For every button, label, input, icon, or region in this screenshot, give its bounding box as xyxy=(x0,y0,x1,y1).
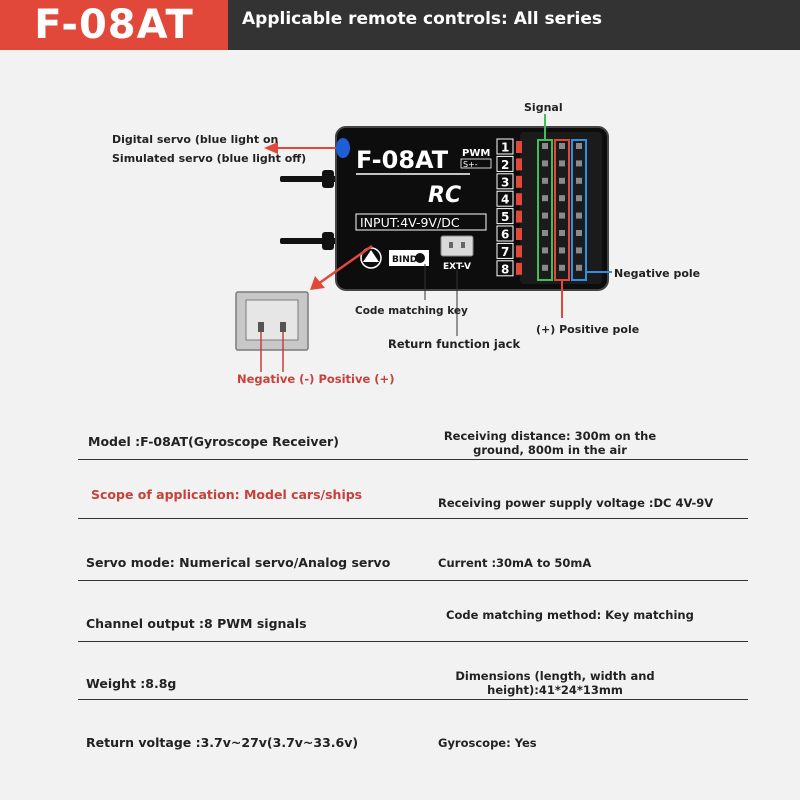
spec-servo-mode: Servo mode: Numerical servo/Analog servo xyxy=(86,555,391,570)
spec-dimensions-line2: height):41*24*13mm xyxy=(487,683,623,697)
servo-pin[interactable] xyxy=(559,177,565,184)
channel-marker xyxy=(516,193,522,206)
antenna-wires xyxy=(280,170,342,250)
divider xyxy=(78,518,748,519)
divider xyxy=(78,641,748,642)
spec-model: Model :F-08AT(Gyroscope Receiver) xyxy=(88,434,339,449)
model-badge: F-08AT xyxy=(0,0,228,50)
servo-pin[interactable] xyxy=(576,247,582,254)
spec-dimensions: Dimensions (length, width and height):41… xyxy=(440,669,670,697)
channel-number: 8 xyxy=(501,262,509,276)
servo-pin-header xyxy=(542,143,582,271)
servo-pin[interactable] xyxy=(576,264,582,271)
return-jack-label: Return function jack xyxy=(388,337,521,351)
channel-number-list: 1 2 3 4 5 6 7 8 xyxy=(496,138,522,277)
servo-pin[interactable] xyxy=(542,230,548,236)
connector-arrow-icon xyxy=(310,244,373,290)
channel-marker xyxy=(516,262,522,275)
divider xyxy=(78,580,748,581)
spec-distance: Receiving distance: 300m on the ground, … xyxy=(430,429,670,457)
channel-box xyxy=(496,138,514,155)
bind-label: BIND xyxy=(392,255,417,265)
servo-pin[interactable] xyxy=(559,212,565,219)
channel-marker xyxy=(516,141,522,153)
channel-box xyxy=(496,155,514,172)
ext-v-label: EXT-V xyxy=(443,262,471,272)
channel-marker xyxy=(516,175,522,188)
divider xyxy=(78,459,748,460)
servo-pin[interactable] xyxy=(542,247,548,254)
servo-pin[interactable] xyxy=(576,143,582,149)
led-arrow-icon xyxy=(264,142,336,154)
servo-pin[interactable] xyxy=(559,247,565,254)
channel-box xyxy=(496,260,514,277)
led-label-line1: Digital servo (blue light on xyxy=(112,133,279,146)
device-pin-legend: S+- xyxy=(463,160,478,169)
channel-box xyxy=(496,242,514,259)
device-model-text: F-08AT xyxy=(356,146,449,174)
servo-pin[interactable] xyxy=(559,264,565,271)
spec-gyroscope: Gyroscope: Yes xyxy=(438,736,537,750)
servo-pin[interactable] xyxy=(542,264,548,271)
device-pwm-text: PWM xyxy=(462,148,490,159)
channel-box xyxy=(496,208,514,225)
status-led-icon xyxy=(336,138,350,158)
ext-v-jack[interactable] xyxy=(440,235,474,257)
divider xyxy=(78,699,748,700)
spec-current: Current :30mA to 50mA xyxy=(438,556,592,570)
spec-scope: Scope of application: Model cars/ships xyxy=(91,487,363,502)
spec-power-voltage: Receiving power supply voltage :DC 4V-9V xyxy=(438,496,714,510)
servo-pin[interactable] xyxy=(542,195,548,202)
servo-pin[interactable] xyxy=(576,195,582,202)
channel-number: 1 xyxy=(501,141,509,155)
code-matching-key-label: Code matching key xyxy=(355,305,468,317)
header-subtitle: Applicable remote controls: All series xyxy=(242,9,602,29)
channel-marker xyxy=(516,158,522,171)
servo-pin[interactable] xyxy=(576,230,582,236)
channel-marker xyxy=(516,245,522,258)
channel-number: 7 xyxy=(501,245,509,259)
receiver-diagram: F-08AT PWM S+- RC INPUT:4V-9V/DC BIND EX… xyxy=(235,114,612,372)
servo-pin[interactable] xyxy=(559,195,565,202)
servo-pin[interactable] xyxy=(559,143,565,149)
channel-number: 4 xyxy=(501,193,509,207)
signal-label: Signal xyxy=(524,101,563,114)
device-input-text: INPUT:4V-9V/DC xyxy=(360,215,460,230)
spec-code-method: Code matching method: Key matching xyxy=(446,608,694,622)
spec-dimensions-line1: Dimensions (length, width and xyxy=(455,669,655,683)
connector-polarity-label: Negative (-) Positive (+) xyxy=(237,372,395,386)
channel-marker xyxy=(516,210,522,223)
positive-pole-label: (+) Positive pole xyxy=(536,323,640,336)
servo-pin[interactable] xyxy=(542,143,548,149)
channel-number: 2 xyxy=(501,158,509,172)
channel-number: 6 xyxy=(501,228,509,242)
servo-pin[interactable] xyxy=(576,160,582,167)
channel-box xyxy=(496,225,514,242)
servo-pin[interactable] xyxy=(542,177,548,184)
channel-box xyxy=(496,173,514,190)
servo-pin[interactable] xyxy=(576,212,582,219)
negative-pole-label: Negative pole xyxy=(614,267,701,280)
spec-distance-line1: Receiving distance: 300m on the xyxy=(443,429,657,443)
spec-weight: Weight :8.8g xyxy=(86,676,177,691)
spec-distance-line2: ground, 800m in the air xyxy=(473,443,627,457)
servo-pin[interactable] xyxy=(576,177,582,184)
channel-number: 5 xyxy=(501,210,509,224)
servo-pin[interactable] xyxy=(559,230,565,236)
channel-box xyxy=(496,190,514,207)
device-rc-text: RC xyxy=(428,183,461,208)
negative-column-outline xyxy=(571,139,587,281)
spec-channel-output: Channel output :8 PWM signals xyxy=(86,616,307,631)
header-bar: F-08AT Applicable remote controls: All s… xyxy=(0,0,800,50)
channel-number: 3 xyxy=(501,175,509,189)
servo-pin[interactable] xyxy=(542,160,548,167)
channel-marker xyxy=(516,228,522,240)
servo-pin[interactable] xyxy=(542,212,548,219)
bind-key-button[interactable] xyxy=(415,253,425,263)
connector-plug-icon xyxy=(235,291,309,372)
spec-return-voltage: Return voltage :3.7v~27v(3.7v~33.6v) xyxy=(86,735,359,750)
servo-pin[interactable] xyxy=(559,160,565,167)
led-label-line2: Simulated servo (blue light off) xyxy=(112,152,307,165)
